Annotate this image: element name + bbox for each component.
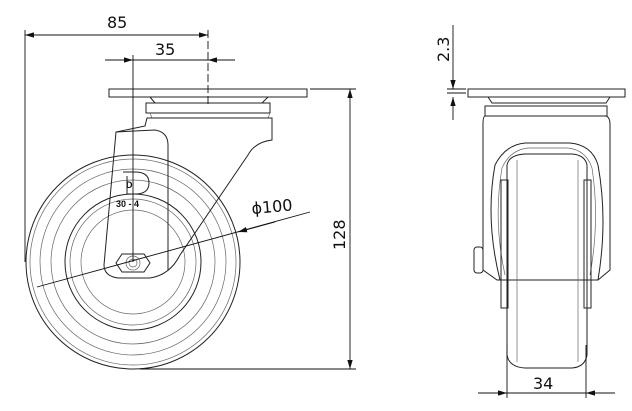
dimension-128-label: 128 — [330, 219, 349, 250]
dimension-85: 85 — [24, 13, 208, 262]
dimension-128: 128 — [140, 88, 356, 370]
dimension-2-3: 2.3 — [434, 25, 466, 120]
fork-front — [482, 115, 611, 281]
axle-nut-front — [473, 246, 484, 274]
dimension-diameter: ϕ100 — [36, 195, 311, 288]
side-view: D 30 - 4 — [25, 30, 308, 370]
dimension-35-label: 35 — [155, 40, 175, 59]
dimension-35: 35 — [105, 40, 235, 63]
wheel-front — [506, 153, 588, 369]
fork — [103, 117, 273, 279]
dimension-diameter-label: ϕ100 — [251, 195, 294, 218]
front-view — [467, 88, 626, 369]
brand-logo: D — [123, 171, 150, 195]
dimension-34-label: 34 — [533, 374, 553, 393]
logo-letter: D — [126, 180, 133, 190]
dimension-34: 34 — [478, 345, 615, 398]
marking-code: 30 - 4 — [116, 199, 139, 209]
dimension-85-label: 85 — [107, 13, 127, 32]
dimension-2-3-label: 2.3 — [434, 37, 453, 62]
